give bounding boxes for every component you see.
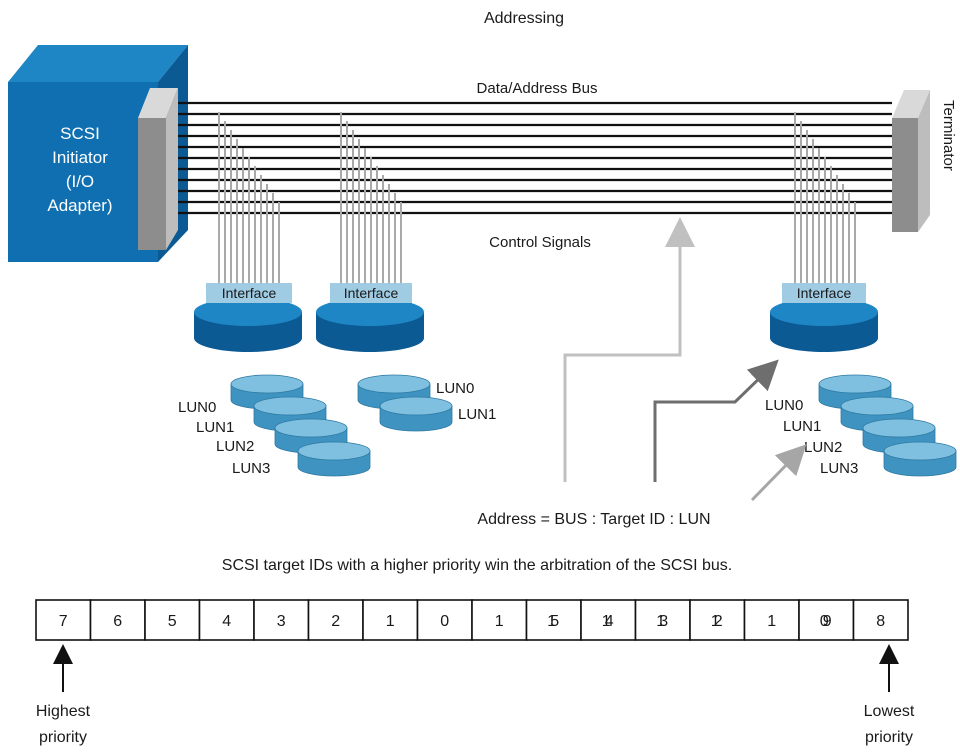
priority-cell-text-overlay: 2 [714,613,723,630]
priority-cell-text: 0 [820,613,829,630]
priority-cell-text: 1 [656,613,665,630]
priority-cell-text-overlay: 4 [605,613,614,630]
priority-cell-text-overlay: 3 [659,613,668,630]
t1-lun3-label: LUN3 [232,460,270,477]
priority-cell [253,599,310,641]
priority-cell-text: 4 [222,613,231,630]
priority-cell-text: 8 [876,613,885,630]
initiator-line4: Adapter) [47,196,112,215]
priority-caption: SCSI target IDs with a higher priority w… [222,557,732,574]
highest-label-line1: Highest [36,703,91,720]
initiator-line3: (I/O [66,172,94,191]
t2-lun0-label: LUN0 [436,380,474,397]
priority-cell-text: 0 [440,613,449,630]
target-device-3: Interface [770,283,878,352]
priority-cell [89,599,146,641]
target-device-1: Interface [194,283,302,352]
lowest-label-line1: Lowest [864,703,915,720]
terminator-block [892,90,930,232]
lun-disk [297,441,371,477]
priority-cell [852,599,909,641]
initiator-connector [138,88,178,250]
priority-cell-text: 1 [767,613,776,630]
target2-interface-label: Interface [344,285,399,301]
t3-lun1-label: LUN1 [783,418,821,435]
priority-cell-text: 1 [386,613,395,630]
target-id-address-arrow [653,359,779,482]
priority-cell-text: 1 [495,613,504,630]
priority-cell [689,599,746,641]
priority-cell-text: 1 [602,613,611,630]
priority-cell [198,599,255,641]
terminator-label: Terminator [940,100,957,171]
target-cable-drops [218,112,856,283]
priority-cell-text: 1 [711,613,720,630]
priority-cell-text-overlay: 5 [550,613,559,630]
diagram-title: Addressing [484,10,564,27]
t1-lun1-label: LUN1 [196,419,234,436]
bus-address-arrow [563,217,695,482]
t3-lun2-label: LUN2 [804,439,842,456]
priority-cell [743,599,800,641]
priority-cell-text: 1 [547,613,556,630]
priority-cell [416,599,473,641]
priority-cell-text-overlay: 9 [823,613,832,630]
priority-cell-text: 2 [331,613,340,630]
bus-label: Data/Address Bus [477,80,598,97]
priority-cell-text: 6 [113,613,122,630]
lun-disks [230,374,957,477]
target3-interface-label: Interface [797,285,852,301]
control-signals-label: Control Signals [489,234,591,251]
target-device-2: Interface [316,283,424,352]
priority-cell [307,599,364,641]
initiator-line2: Initiator [52,148,108,167]
address-formula: Address = BUS : Target ID : LUN [477,511,710,528]
t1-lun2-label: LUN2 [216,438,254,455]
priority-cell-text: 3 [277,613,286,630]
lun-address-arrow [750,444,807,502]
data-address-bus-lines [178,101,892,215]
lowest-label-line2: priority [865,729,913,746]
t3-lun3-label: LUN3 [820,460,858,477]
target1-interface-label: Interface [222,285,277,301]
initiator-line1: SCSI [60,124,100,143]
t1-lun0-label: LUN0 [178,399,216,416]
t3-lun0-label: LUN0 [765,397,803,414]
t2-lun1-label: LUN1 [458,406,496,423]
lun-disk [379,396,453,432]
priority-cell-text: 5 [168,613,177,630]
priority-cell-text: 7 [59,613,68,630]
highest-label-line2: priority [39,729,87,746]
lun-disk [883,441,957,477]
